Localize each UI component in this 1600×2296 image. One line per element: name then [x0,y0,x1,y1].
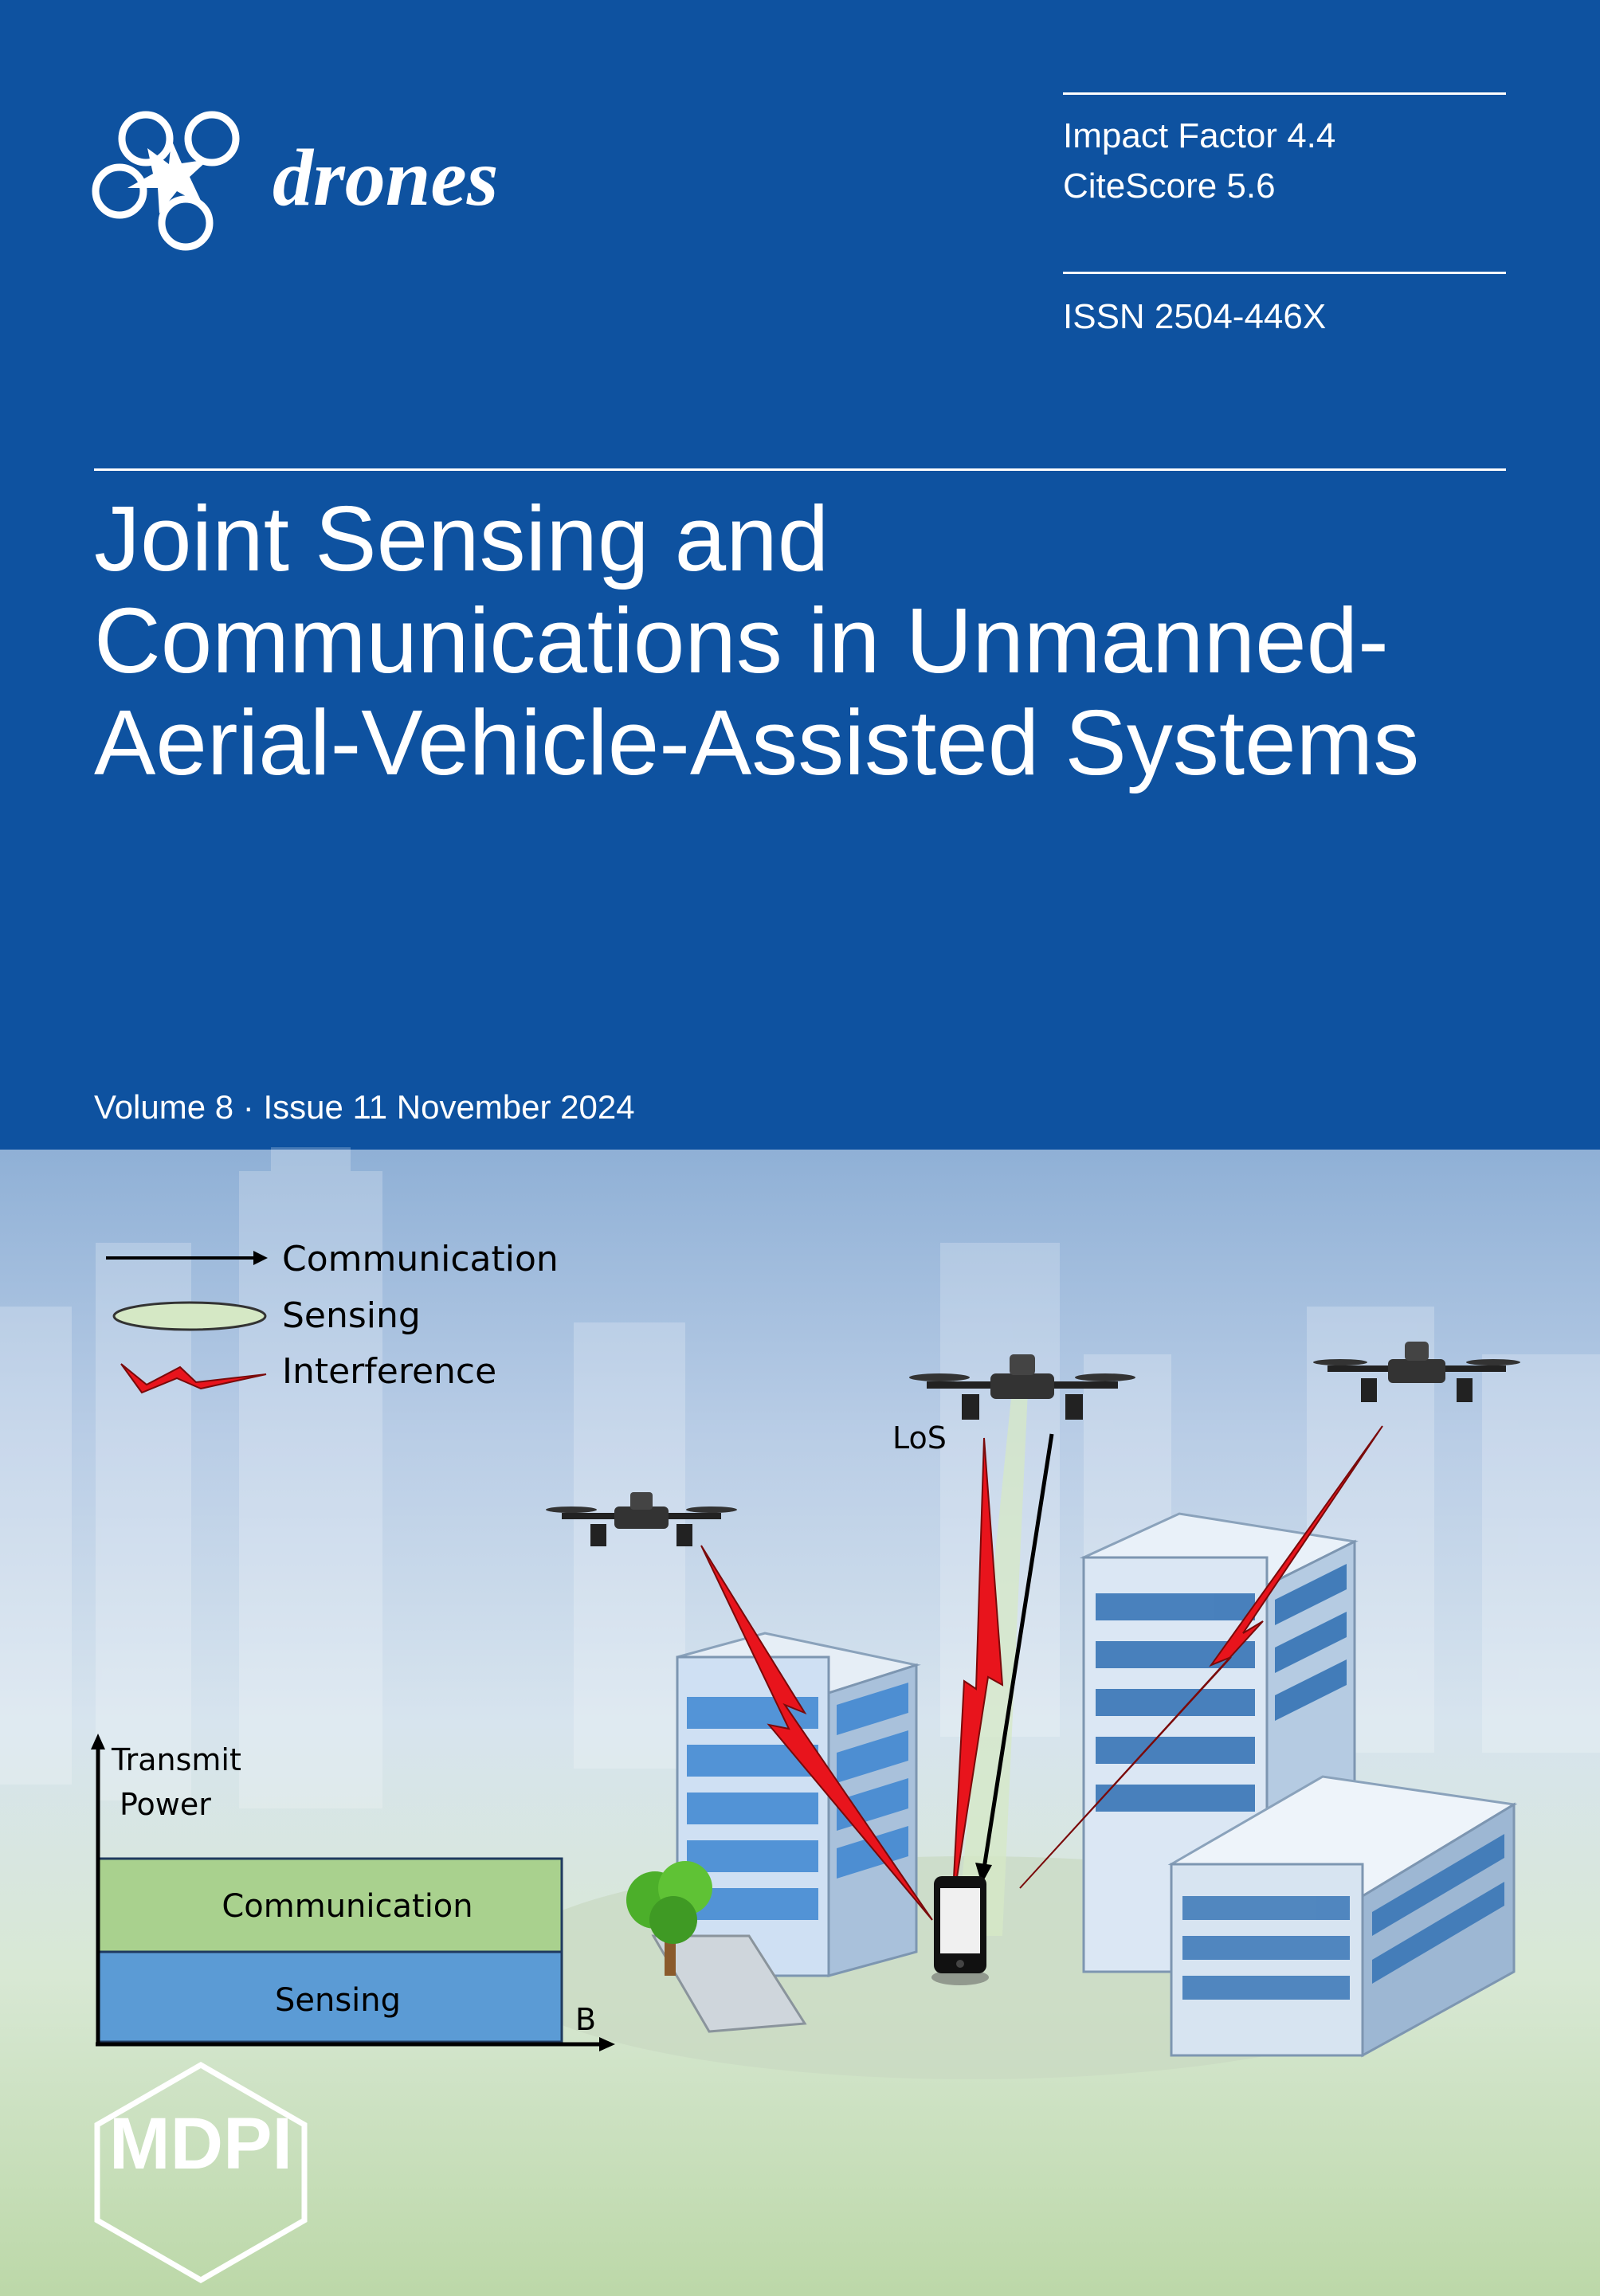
issn: ISSN 2504-446X [1063,297,1327,336]
y-axis-label-line2: Power [120,1787,211,1822]
smartphone [931,1876,989,1985]
title-line: Joint Sensing and [94,487,829,590]
issue-info: Volume 8 · Issue 11 November 2024 [94,1088,635,1126]
interference-legend-icon [120,1363,267,1394]
divider-top [1063,92,1506,95]
communication-band [96,1857,563,1953]
citescore: CiteScore 5.6 [1063,167,1276,206]
legend-interference-label: Interference [282,1351,496,1392]
article-title: Joint Sensing and Communications in Unma… [94,488,1528,793]
x-axis-label: B [575,2002,596,2037]
impact-factor: Impact Factor 4.4 [1063,116,1336,155]
drone-right [1313,1342,1520,1402]
title-line: Communications in Unmanned- [94,589,1389,692]
y-axis-label-line1: Transmit [111,1742,241,1777]
left-building [651,1632,921,2033]
title-divider [94,468,1506,471]
drone-left [546,1492,737,1546]
legend-communication-label: Communication [282,1239,559,1279]
journal-name: drones [273,133,499,223]
sensing-legend-ellipse [112,1301,267,1331]
drone-logo-icon [92,111,240,251]
tree [626,1861,712,1976]
sensing-band-label: Sensing [275,1982,401,2019]
publisher-name: MDPI [109,2103,292,2184]
drone-center [909,1354,1135,1420]
cover-header-panel [0,0,1600,1150]
communication-link [982,1433,1054,1869]
communication-band-label: Communication [222,1888,473,1925]
right-low-building [1167,1775,1518,2058]
mdpi-logo: MDPI [94,2061,308,2284]
title-line: Aerial-Vehicle-Assisted Systems [94,691,1420,794]
figure-legend: Communication Sensing Interference [106,1239,559,1394]
legend-sensing-label: Sensing [282,1295,421,1336]
transmit-power-chart: Transmit Power B Communication Sensing [91,1734,615,2051]
divider-middle [1063,272,1506,274]
los-label: LoS [892,1420,947,1456]
